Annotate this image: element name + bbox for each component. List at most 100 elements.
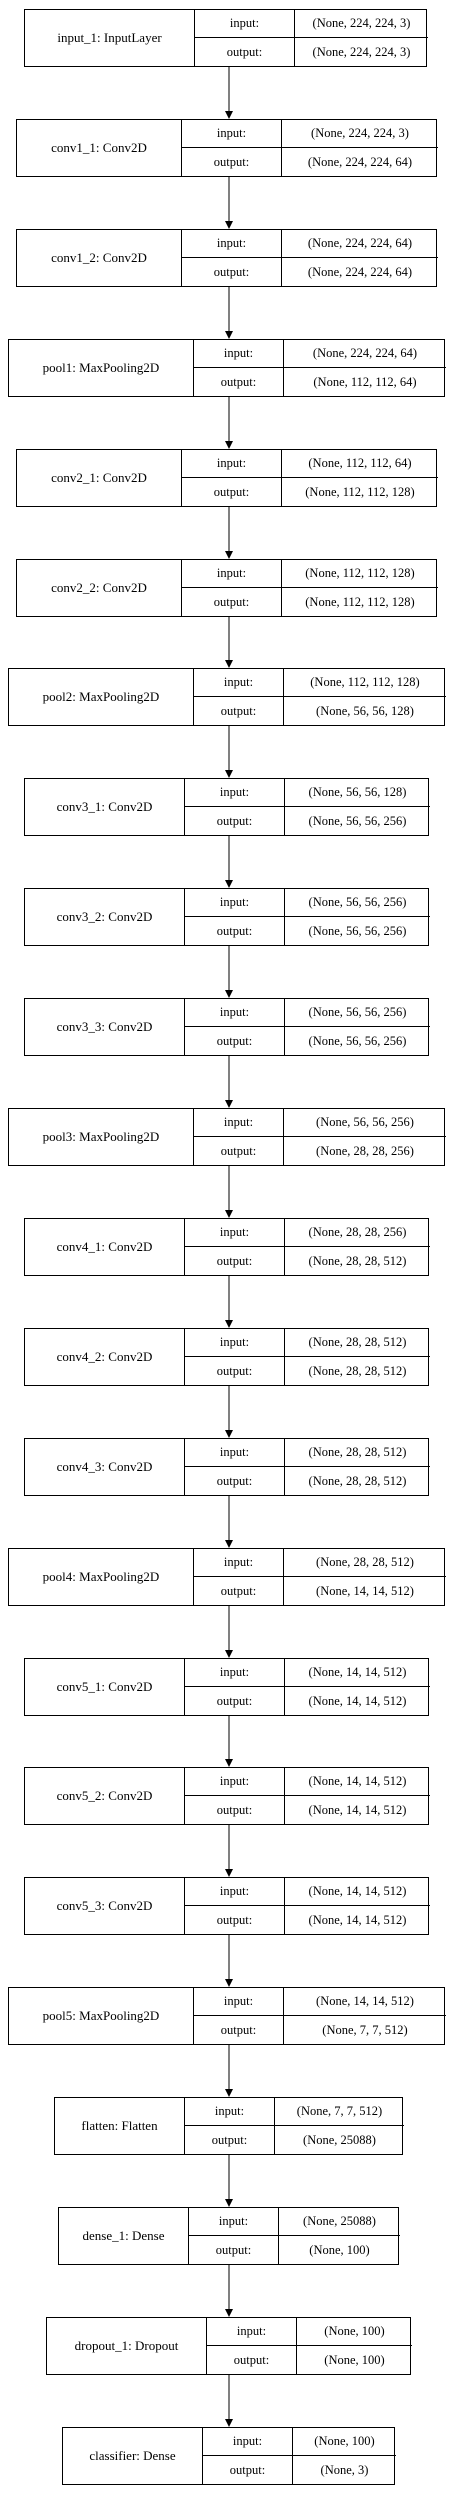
output-port-label: output: [229,2462,266,2477]
output-port-label: output: [216,1033,253,1048]
port-label-column: input:output: [185,999,285,1055]
port-label-column: input:output: [194,1988,284,2044]
port-label-column: input:output: [185,1439,285,1495]
input-shape: (None, 224, 224, 3) [282,120,438,148]
port-label-column: input:output: [203,2428,293,2484]
output-port-label: output: [216,1912,253,1927]
input-port-label: input: [185,1768,284,1796]
input-port-label: input: [182,120,281,148]
input-shape: (None, 28, 28, 512) [285,1329,430,1357]
input-port-label: input: [185,779,284,807]
input-shape: (None, 112, 112, 64) [282,450,438,478]
shape-value-column: (None, 25088)(None, 100) [279,2208,400,2264]
output-shape: (None, 224, 224, 64) [307,264,413,279]
input-port-label: input: [182,450,281,478]
output-port-label: output: [216,1802,253,1817]
input-shape: (None, 28, 28, 256) [285,1219,430,1247]
port-label-column: input:output: [194,1109,284,1165]
layer-name: conv4_2: Conv2D [25,1329,185,1385]
layer-name: conv2_2: Conv2D [17,560,182,616]
layer-name: dropout_1: Dropout [47,2318,207,2374]
shape-value-column: (None, 224, 224, 3)(None, 224, 224, 3) [295,10,428,66]
port-label-column: input: output: [194,340,284,396]
shape-value-column: (None, 28, 28, 512)(None, 28, 28, 512) [285,1329,430,1385]
port-label-column: input:output: [185,1329,285,1385]
output-shape: (None, 28, 28, 512) [308,1253,407,1268]
input-shape: (None, 56, 56, 128) [285,779,430,807]
port-label-column: input: output: [185,1768,285,1824]
output-port-label: output: [216,1693,253,1708]
output-port-label: output: [213,264,250,279]
input-shape: (None, 28, 28, 512) [285,1439,430,1467]
layer-name: conv4_1: Conv2D [25,1219,185,1275]
input-shape: (None, 100) [297,2318,412,2346]
shape-value-column: (None, 224, 224, 64) (None, 224, 224, 64) [282,230,438,286]
port-label-column: input:output: [195,10,295,66]
port-label-column: input:output: [207,2318,297,2374]
output-shape: (None, 100) [309,2242,370,2257]
output-shape: (None, 224, 224, 3) [312,44,411,59]
layer-name: conv4_3: Conv2D [25,1439,185,1495]
input-shape: (None, 224, 224, 64) [282,230,438,258]
output-shape: (None, 56, 56, 256) [308,1033,407,1048]
shape-value-column: (None, 14, 14, 512) (None, 7, 7, 512) [284,1988,446,2044]
shape-value-column: (None, 224, 224, 3)(None, 224, 224, 64) [282,120,438,176]
layer-name: pool1: MaxPooling2D [9,340,194,396]
input-shape: (None, 14, 14, 512) [285,1878,430,1906]
port-label-column: input:output: [189,2208,279,2264]
port-label-column: input:output: [185,779,285,835]
input-shape: (None, 7, 7, 512) [275,2098,404,2126]
layer-name: conv1_2: Conv2D [17,230,182,286]
output-shape: (None, 7, 7, 512) [322,2022,408,2037]
layer-name: dense_1: Dense [59,2208,189,2264]
output-shape: (None, 28, 28, 512) [308,1473,407,1488]
layer-name: pool2: MaxPooling2D [9,669,194,725]
input-port-label: input: [185,1878,284,1906]
output-port-label: output: [216,1363,253,1378]
output-port-label: output: [213,154,250,169]
input-port-label: input: [185,2098,274,2126]
input-shape: (None, 100) [293,2428,396,2456]
input-shape: (None, 14, 14, 512) [284,1988,446,2016]
input-port-label: input: [185,1439,284,1467]
output-port-label: output: [220,374,257,389]
output-port-label: output: [220,1583,257,1598]
input-port-label: input: [185,1659,284,1687]
input-shape: (None, 56, 56, 256) [284,1109,446,1137]
output-shape: (None, 112, 112, 128) [305,484,415,499]
input-port-label: input: [182,230,281,258]
shape-value-column: (None, 100)(None, 3) [293,2428,396,2484]
shape-value-column: (None, 56, 56, 256) (None, 28, 28, 256) [284,1109,446,1165]
shape-value-column: (None, 28, 28, 512)(None, 14, 14, 512) [284,1549,446,1605]
output-port-label: output: [213,484,250,499]
layer-name: pool4: MaxPooling2D [9,1549,194,1605]
output-shape: (None, 28, 28, 256) [316,1143,414,1158]
port-label-column: input: output: [185,1659,285,1715]
shape-value-column: (None, 28, 28, 256) (None, 28, 28, 512) [285,1219,430,1275]
layer-name: input_1: InputLayer [25,10,195,66]
input-shape: (None, 112, 112, 128) [284,669,446,697]
input-port-label: input: [194,340,283,368]
